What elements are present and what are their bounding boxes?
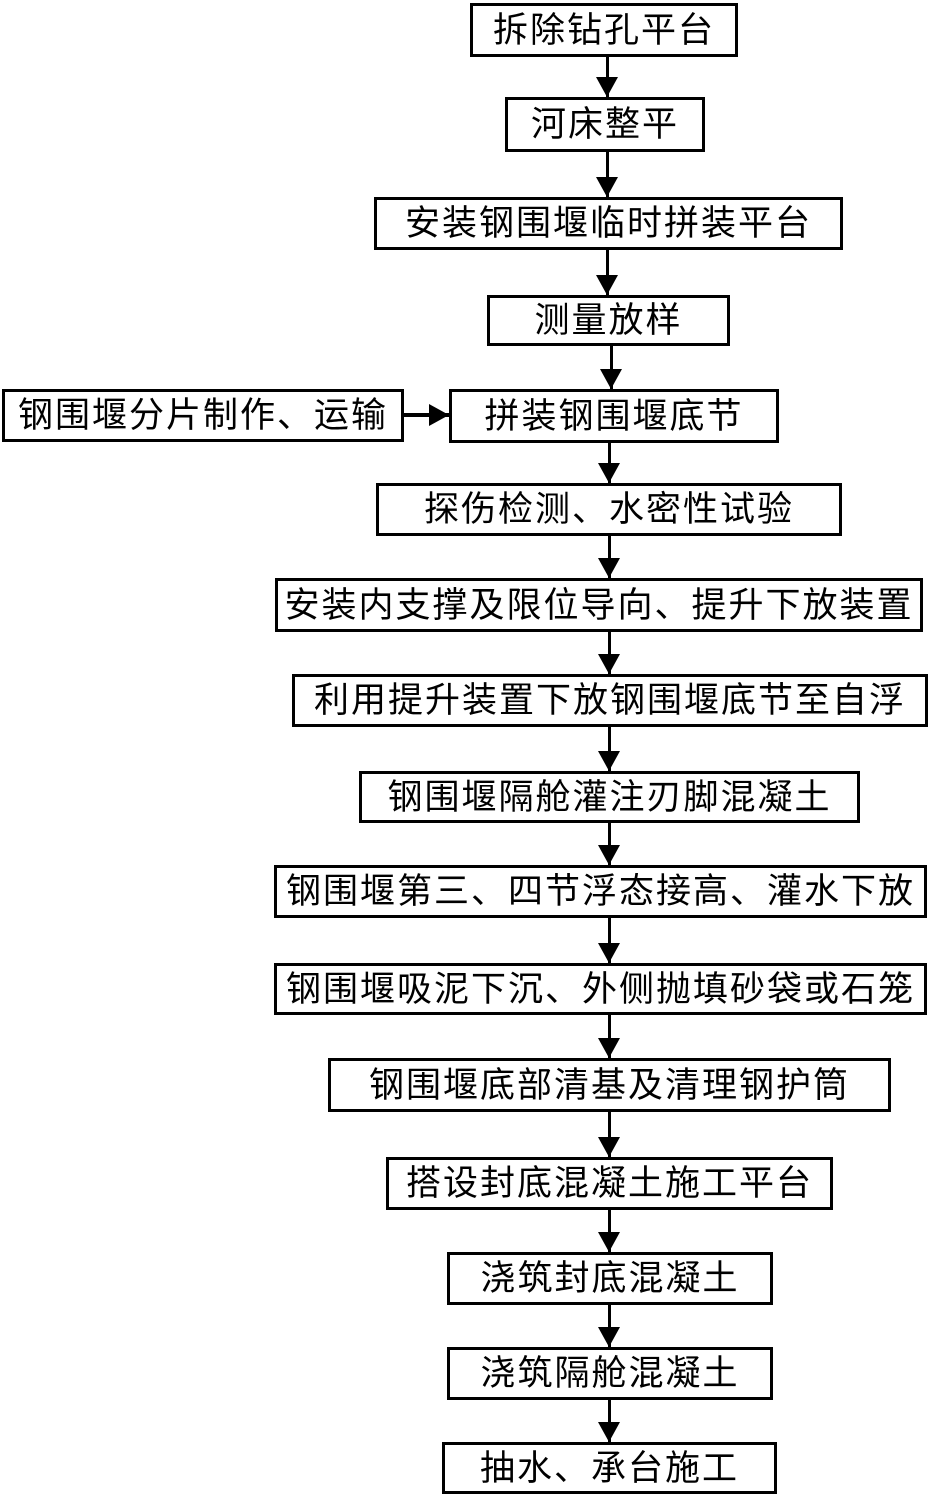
flow-step-pour-cutting-edge-concrete: 钢围堰隔舱灌注刃脚混凝土 [359,771,860,823]
flow-step-remove-drilling-platform: 拆除钻孔平台 [470,3,738,57]
arrow-down-10 [598,918,620,963]
arrow-down-3 [596,250,618,295]
arrow-down-15 [598,1400,620,1442]
arrow-down-6 [598,536,620,578]
arrow-down-9 [598,823,620,865]
flow-step-float-heighten-sections-3-4: 钢围堰第三、四节浮态接高、灌水下放 [274,865,927,918]
flow-step-lower-bottom-section-to-float: 利用提升装置下放钢围堰底节至自浮 [292,674,928,727]
flow-step-riverbed-leveling: 河床整平 [505,97,705,152]
flow-step-mud-suction-sinking-fill-sandbags: 钢围堰吸泥下沉、外侧抛填砂袋或石笼 [274,963,927,1015]
arrow-down-7 [598,632,620,674]
arrow-down-1 [596,57,618,97]
arrow-down-11 [598,1015,620,1058]
arrow-down-2 [596,152,618,197]
arrow-down-5 [598,443,620,483]
arrow-down-14 [598,1305,620,1347]
flow-step-install-temp-assembly-platform: 安装钢围堰临时拼装平台 [374,197,843,250]
arrow-right-side-input [404,404,449,426]
flow-step-pump-water-pile-cap-construction: 抽水、承台施工 [442,1442,777,1494]
arrow-down-4 [600,346,622,389]
arrow-down-8 [598,727,620,771]
arrow-down-12 [598,1112,620,1157]
flow-step-pour-sealing-concrete: 浇筑封底混凝土 [447,1252,773,1305]
flow-step-flaw-detection-watertight-test: 探伤检测、水密性试验 [376,483,842,536]
flow-step-build-sealing-concrete-platform: 搭设封底混凝土施工平台 [386,1157,833,1210]
flow-step-survey-layout: 测量放样 [487,295,730,346]
arrow-down-13 [598,1210,620,1252]
flow-step-pour-compartment-concrete: 浇筑隔舱混凝土 [447,1347,773,1400]
flow-step-assemble-bottom-section: 拼装钢围堰底节 [449,389,779,443]
flow-side-segment-fabrication-transport: 钢围堰分片制作、运输 [2,389,404,442]
flow-step-install-internal-supports-guides: 安装内支撑及限位导向、提升下放装置 [275,578,923,632]
flow-step-bottom-cleaning-and-steel-casing: 钢围堰底部清基及清理钢护筒 [328,1058,891,1112]
